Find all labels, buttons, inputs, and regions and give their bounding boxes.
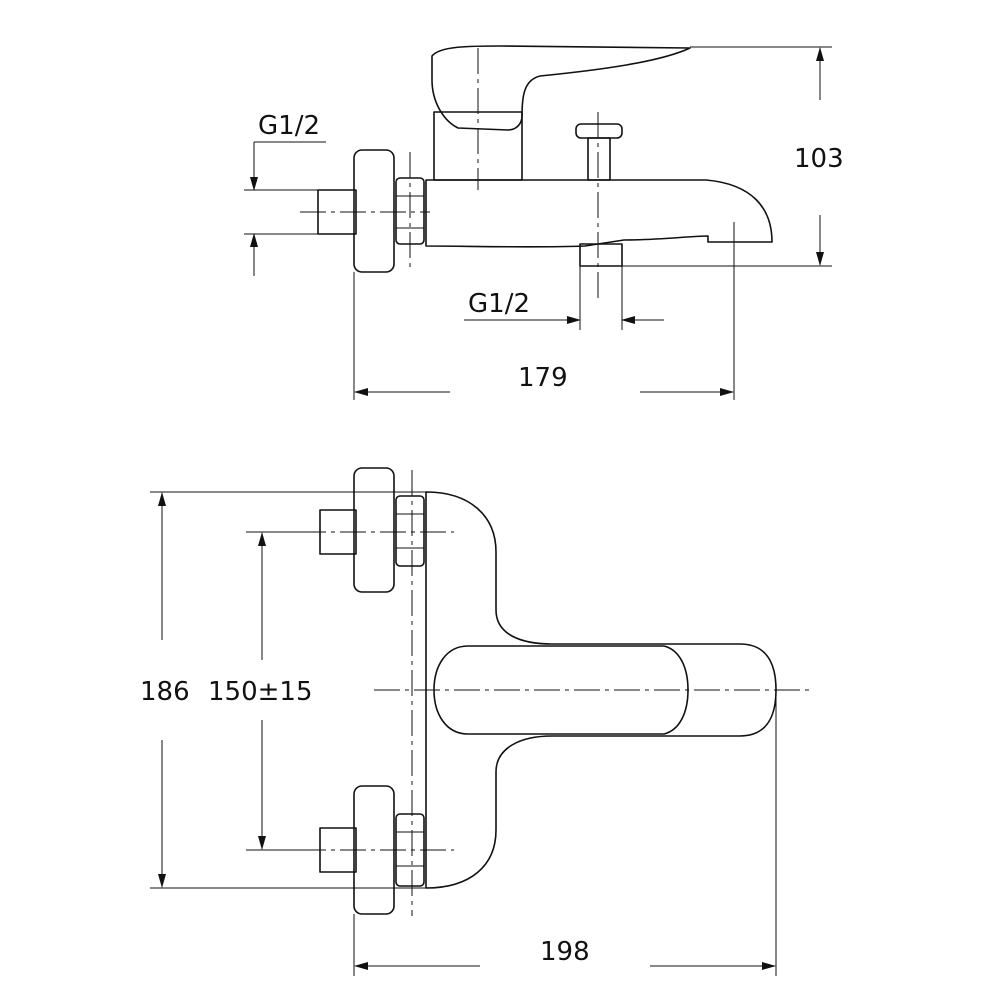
top-upper-connection — [300, 467, 454, 593]
side-diverter-knob — [575, 123, 623, 181]
label-g12-bottom: G1/2 — [468, 289, 530, 319]
side-lever-handle — [431, 45, 691, 131]
top-lower-connection — [300, 785, 454, 915]
side-shower-outlet — [579, 243, 623, 267]
side-body-spout — [425, 179, 773, 248]
label-179: 179 — [518, 363, 568, 393]
top-lever — [433, 645, 689, 735]
label-198: 198 — [540, 937, 590, 967]
label-186: 186 — [140, 677, 190, 707]
top-view: 186 150±15 198 — [140, 467, 812, 976]
label-g12-top: G1/2 — [258, 111, 320, 141]
side-view: G1/2 G1/2 103 179 — [244, 45, 844, 400]
label-150-15: 150±15 — [208, 677, 313, 707]
label-103: 103 — [794, 144, 844, 174]
side-flange — [353, 149, 395, 273]
